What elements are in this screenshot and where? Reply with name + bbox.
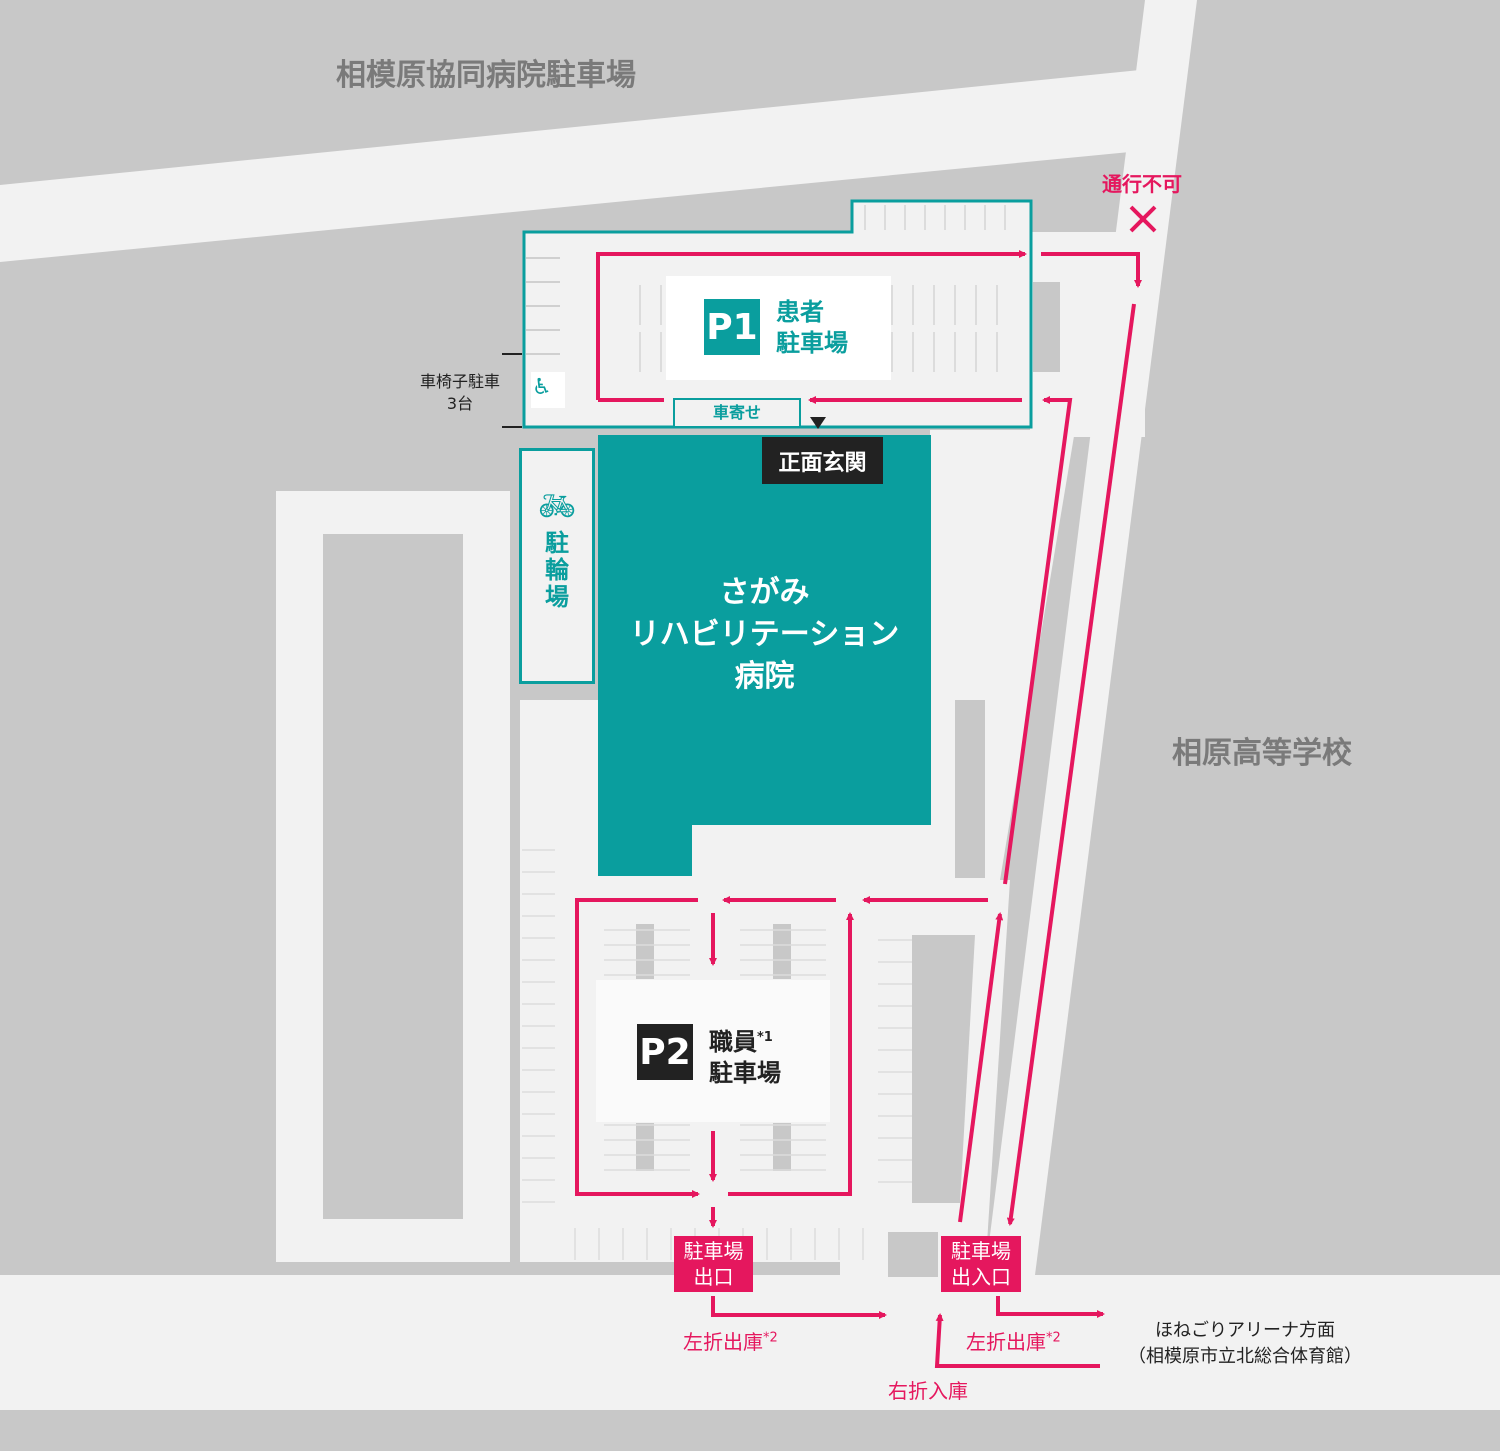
school-label: 相原高等学校 bbox=[1172, 736, 1352, 771]
wheelchair-icon: ♿ bbox=[532, 375, 552, 400]
top-road bbox=[0, 70, 1150, 262]
route-arrows bbox=[575, 250, 1142, 1368]
parking-exit: 駐車場出口 bbox=[674, 1236, 753, 1292]
p1-badge: P1 bbox=[704, 299, 760, 355]
main-entrance-label: 正面玄関 bbox=[762, 437, 883, 484]
hospital-name: さがみリハビリテーション病院 bbox=[629, 575, 900, 694]
parking-entry-exit: 駐車場出入口 bbox=[941, 1236, 1021, 1292]
bicycle-parking: 🚲︎ 駐輪場 bbox=[519, 448, 595, 684]
p2-badge: P2 bbox=[637, 1024, 693, 1080]
no-entry-icon bbox=[1129, 205, 1157, 233]
left-turn-exit-label-1: 左折出庫*2 bbox=[683, 1330, 778, 1354]
p1-label: 患者駐車場 bbox=[776, 298, 848, 357]
entrance-marker-icon bbox=[810, 417, 826, 429]
neighbor-parking-label: 相模原協同病院駐車場 bbox=[336, 58, 636, 93]
hospital-wing bbox=[598, 820, 692, 876]
no-entry-label: 通行不可 bbox=[1102, 172, 1182, 196]
direction-label: ほねごりアリーナ方面（相模原市立北総合体育館） bbox=[1128, 1320, 1362, 1367]
bicycle-label: 駐輪場 bbox=[545, 529, 569, 611]
right-turn-entry-label: 右折入庫 bbox=[888, 1379, 968, 1403]
bottom-road bbox=[0, 1275, 1500, 1410]
dropoff-area: 車寄せ bbox=[673, 398, 801, 428]
left-turn-exit-label-2: 左折出庫*2 bbox=[966, 1330, 1061, 1354]
hospital-building bbox=[598, 435, 931, 825]
bicycle-icon: 🚲︎ bbox=[537, 489, 577, 524]
